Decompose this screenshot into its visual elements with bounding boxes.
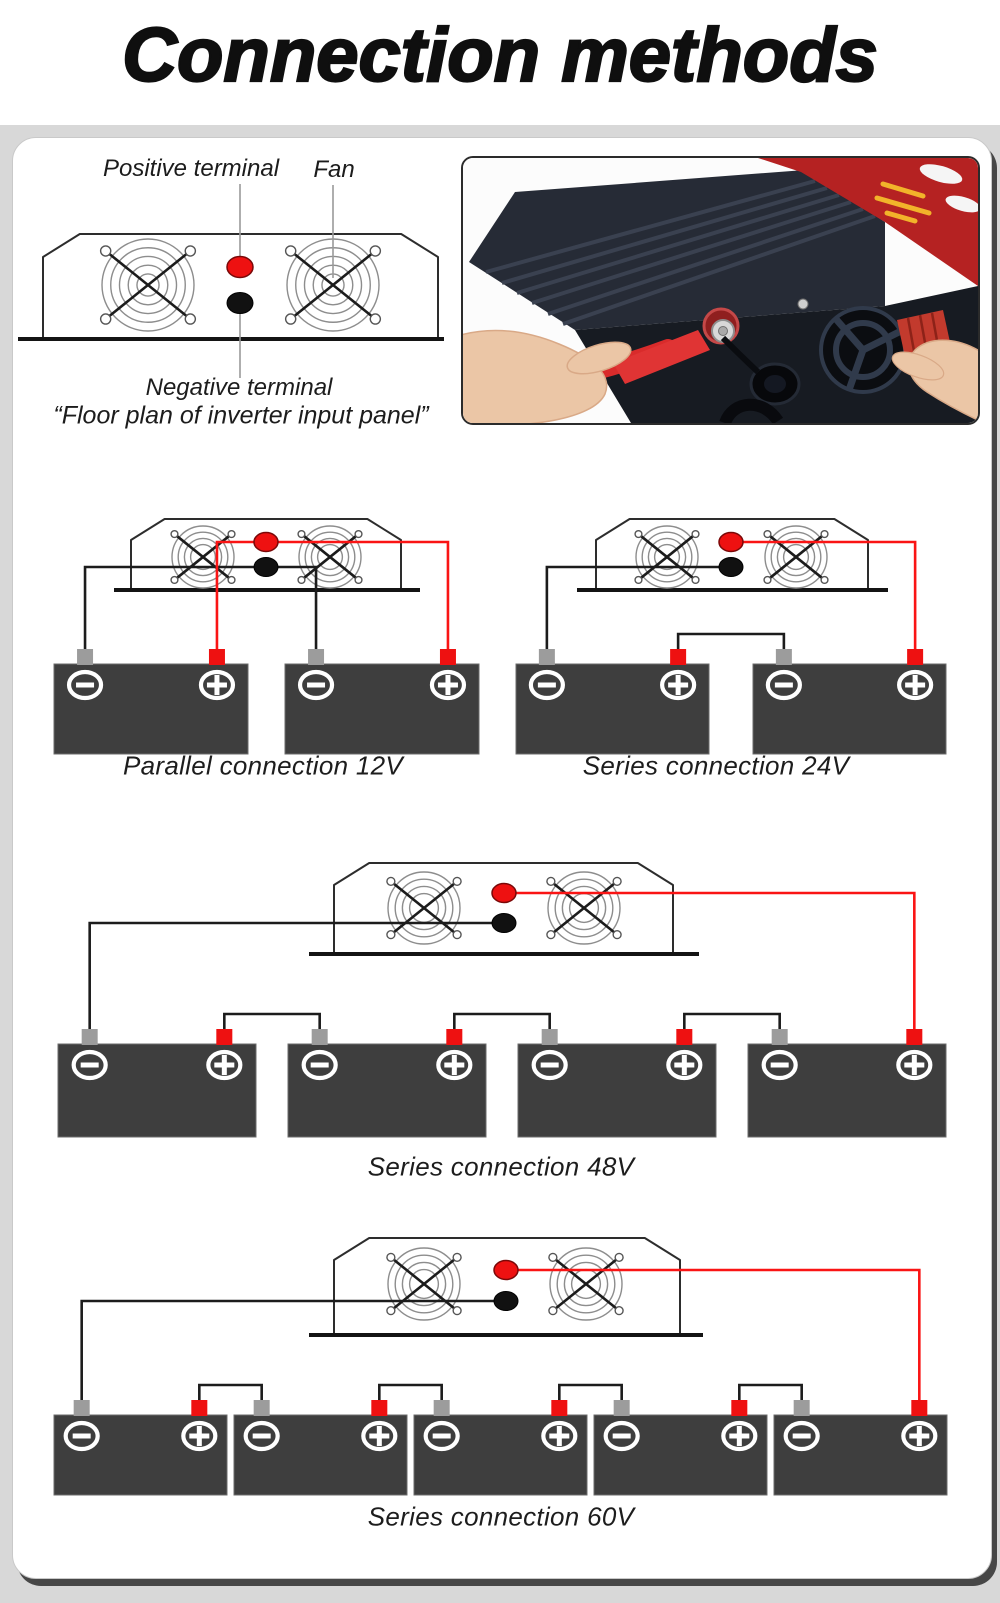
caption-series-24v: Series connection 24V [582, 750, 850, 781]
positive-terminal-label: Positive terminal [102, 155, 280, 182]
floor-plan-caption: “Floor plan of inverter input panel” [53, 401, 429, 430]
gray-panel: Positive terminal Fan Negative terminal … [0, 125, 1000, 1603]
wiring-diagrams-canvas [18, 184, 948, 1496]
floor-plan-drawing [18, 184, 444, 378]
caption-parallel-12v: Parallel connection 12V [122, 750, 404, 781]
caption-series-48v: Series connection 48V [367, 1151, 635, 1182]
dc-socket [719, 335, 801, 423]
fan-grille-icon [819, 306, 907, 394]
connection-diagram [57, 862, 947, 1138]
connection-diagram [53, 518, 480, 755]
negative-terminal-label: Negative terminal [145, 374, 333, 401]
page-title: Connection methods [121, 12, 879, 99]
connection-diagram [53, 1237, 948, 1496]
inverter-photo [461, 156, 980, 425]
fan-label: Fan [313, 156, 355, 183]
right-hand [891, 310, 978, 421]
inverter-photo-illustration [463, 158, 978, 423]
left-hand [463, 329, 632, 423]
content-card: Positive terminal Fan Negative terminal … [12, 137, 992, 1579]
caption-series-60v: Series connection 60V [367, 1501, 635, 1532]
connection-diagram [515, 518, 947, 755]
